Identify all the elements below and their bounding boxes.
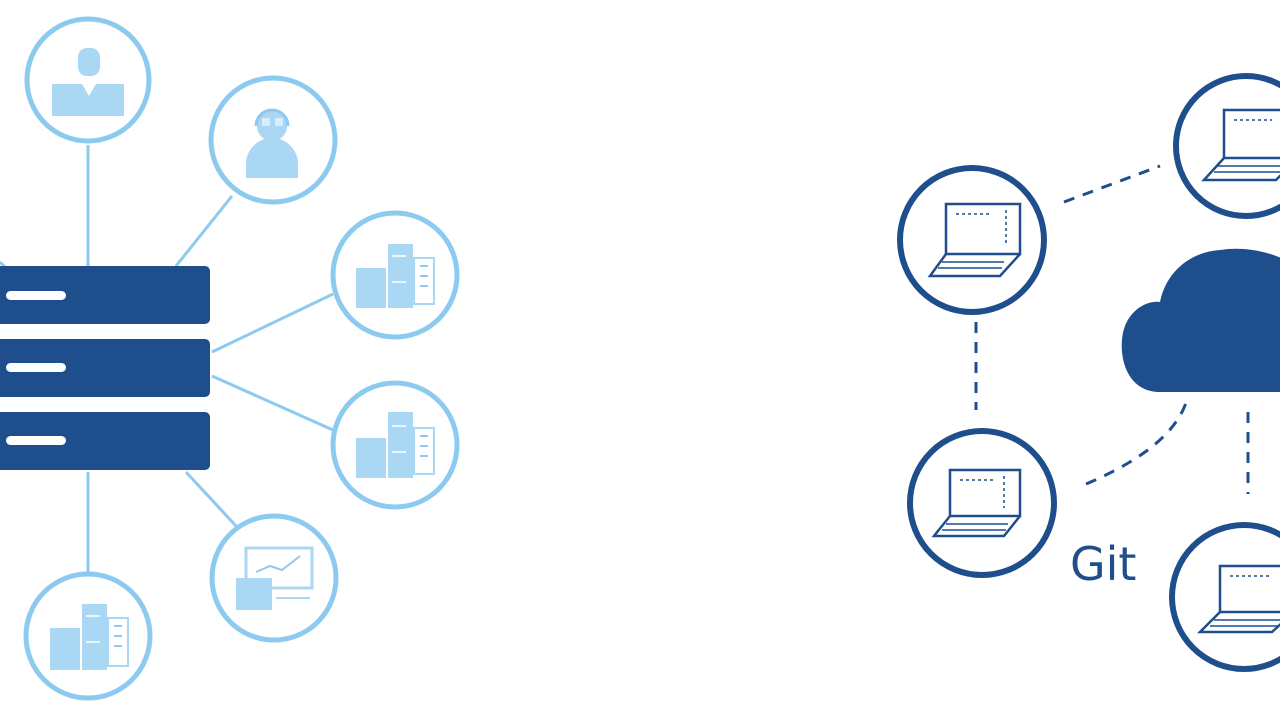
client-node-user: [24, 16, 152, 144]
peer-node-laptop: [1169, 522, 1280, 672]
client-node-headset-user: [208, 75, 338, 205]
client-node-monitor: [209, 513, 339, 643]
server-unit: [0, 412, 210, 470]
laptop-icon: [1201, 108, 1280, 182]
centralized-connectors: [0, 145, 334, 572]
repository-icon: [356, 412, 435, 478]
cloud-icon: [1121, 248, 1280, 392]
laptop-icon: [1196, 564, 1280, 634]
server-unit: [0, 266, 210, 324]
connector-line: [211, 374, 334, 432]
repository-icon: [356, 244, 435, 308]
centralized-system: [0, 16, 460, 701]
user-icon: [52, 48, 124, 116]
connector-line: [184, 470, 238, 528]
laptop-icon: [931, 468, 1022, 538]
dashed-connector: [1085, 395, 1190, 486]
peer-node-laptop: [1173, 73, 1280, 219]
server-unit: [0, 339, 210, 397]
connector-line: [211, 292, 334, 354]
git-label: Git: [1070, 537, 1136, 591]
dashed-connector: [1063, 164, 1161, 204]
headset-user-icon: [246, 108, 298, 178]
distributed-connectors: [974, 164, 1250, 494]
laptop-icon: [927, 202, 1022, 278]
peer-node-laptop: [907, 428, 1057, 578]
peer-node-laptop: [897, 165, 1047, 315]
client-node-repository: [330, 210, 460, 340]
connector-line: [174, 195, 234, 267]
repository-icon: [50, 604, 129, 670]
client-node-repository: [23, 571, 153, 701]
client-node-repository: [330, 380, 460, 510]
distributed-system: Git: [897, 73, 1280, 672]
server-stack-icon: [0, 266, 210, 470]
monitor-icon: [236, 546, 314, 610]
